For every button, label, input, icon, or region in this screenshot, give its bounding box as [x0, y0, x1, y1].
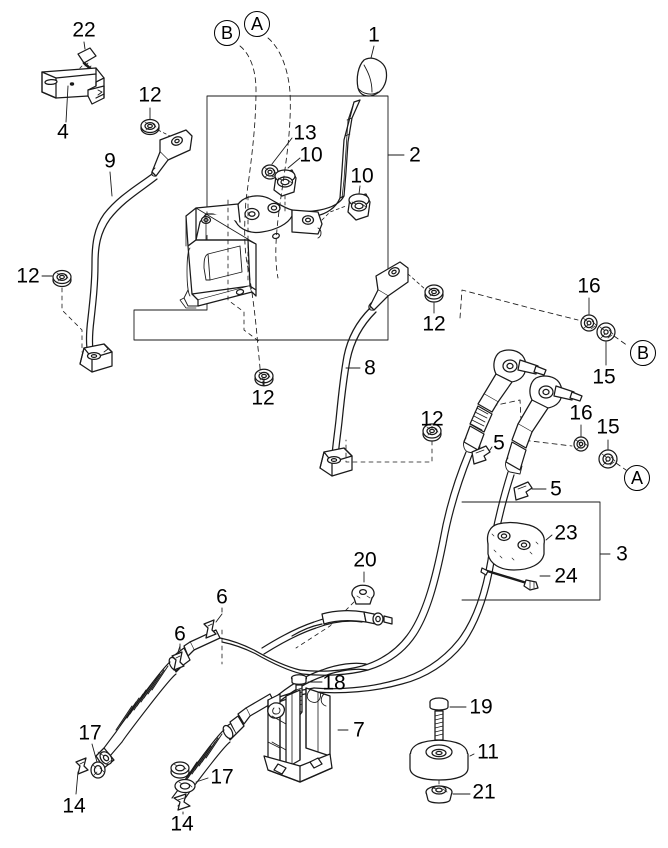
callout-11: 11: [477, 740, 499, 764]
part-12-nut-rod8-upper: [424, 284, 444, 303]
part-3-cable-end-upper: [299, 349, 547, 676]
callout-24: 24: [554, 564, 578, 588]
callout-18: 18: [322, 671, 346, 695]
callout-1: 1: [368, 23, 380, 47]
zone-marker-b-top: B: [214, 20, 240, 46]
callout-5-upper: 5: [493, 431, 505, 455]
part-15-washer-upper: [596, 322, 616, 342]
part-13-pivot-bushing: [261, 164, 279, 180]
part-12-nut-upper-left: [140, 118, 160, 136]
part-10-flange-nut-upper: [273, 169, 297, 197]
part-4-mounting-bracket: [41, 67, 105, 105]
part-16-bushing-lower: [573, 436, 589, 452]
callout-14-mid: 14: [170, 812, 194, 836]
callout-10-right: 10: [350, 164, 374, 188]
part-17-washer-left: [90, 761, 106, 779]
callout-10-upper: 10: [299, 143, 323, 167]
callout-2: 2: [409, 143, 421, 167]
part-14-clip-mid: [173, 793, 191, 811]
part-23-cable-grommet-pad: [486, 521, 545, 571]
part-5-retainer-clip-upper: [471, 445, 491, 465]
part-3-cable-end-lower: [313, 375, 583, 694]
part-10-flange-nut-right: [347, 193, 371, 221]
callout-5-lower: 5: [550, 477, 562, 501]
part-3-cable-junction: [261, 610, 393, 707]
callout-21: 21: [472, 780, 496, 804]
zone-marker-a-top: A: [244, 11, 270, 37]
callout-6-lower: 6: [174, 622, 186, 646]
part-16-bushing-upper: [580, 314, 598, 332]
part-24-grommet-retainer-pin: [480, 567, 539, 591]
callout-14-left: 14: [62, 794, 86, 818]
callout-20: 20: [353, 548, 377, 572]
callout-12-mid: 12: [251, 386, 275, 410]
callout-22: 22: [72, 18, 96, 42]
callout-17-left: 17: [78, 721, 102, 745]
part-17-washer-mid: [174, 778, 196, 794]
part-7-cable-support-bracket: [263, 687, 333, 783]
part-14-clip-left: [75, 757, 89, 775]
part-21-insulator-washer-nut: [425, 785, 453, 804]
callout-13: 13: [293, 121, 317, 145]
part-12-nut-rod8-lower: [422, 423, 442, 442]
part-1-shift-knob: [356, 57, 388, 97]
part-6-spring-clip-lower: [171, 651, 185, 671]
callout-12-upper-left: 12: [138, 83, 162, 107]
callout-7: 7: [353, 718, 365, 742]
zone-marker-a-right: A: [624, 465, 650, 491]
callout-23: 23: [554, 521, 578, 545]
callout-17-mid: 17: [210, 765, 234, 789]
callout-12-left: 12: [16, 264, 40, 288]
part-11-rubber-insulator: [409, 739, 469, 781]
callout-19: 19: [469, 695, 493, 719]
part-15-washer-lower: [598, 449, 618, 469]
callout-15-upper: 15: [592, 365, 616, 389]
callout-9: 9: [104, 149, 116, 173]
callout-12-rod8: 12: [422, 312, 446, 336]
part-19-insulator-bolt: [429, 697, 449, 745]
part-8-stabilizer-rod-short: [319, 261, 409, 477]
part-2-shift-lever-assembly: [179, 99, 361, 309]
callout-15-lower: 15: [596, 415, 620, 439]
part-6-spring-clip-upper: [203, 619, 217, 639]
callout-6-upper: 6: [216, 585, 228, 609]
part-3-cable-lower-assembly: [95, 629, 317, 807]
zone-marker-b-right: B: [630, 340, 656, 366]
callout-16-lower: 16: [569, 401, 593, 425]
part-12-nut-left: [52, 269, 72, 288]
part-5-retainer-clip-lower: [513, 481, 533, 501]
callout-12-rod8-lower: 12: [420, 407, 444, 431]
callout-8: 8: [364, 356, 376, 380]
callout-16-upper: 16: [577, 274, 601, 298]
part-9-stabilizer-rod-long: [79, 129, 193, 373]
callout-4: 4: [57, 120, 69, 144]
callout-3: 3: [616, 542, 628, 566]
part-20-cable-clamp-clip: [351, 584, 375, 605]
